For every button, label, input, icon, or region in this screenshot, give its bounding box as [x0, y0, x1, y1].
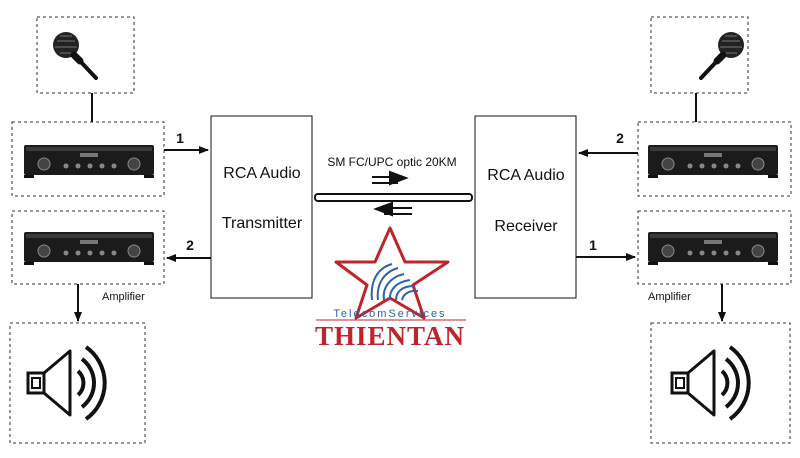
receiver-title: RCA Audio: [487, 167, 564, 184]
fiber-backward-arrow: [373, 201, 412, 217]
right-speaker-icon: [670, 345, 751, 421]
right-path-out-number: 1: [589, 237, 597, 253]
right-mic-box: [650, 16, 749, 94]
left-speaker-icon: [26, 345, 107, 421]
left-amplifier-label: Amplifier: [102, 291, 145, 303]
left-speaker-box: [9, 322, 146, 444]
logo-tagline: TelecomServices: [333, 308, 446, 320]
left-amplifier-top-icon: [23, 144, 155, 179]
fiber-forward-arrow: [372, 170, 409, 186]
transmitter-box: [210, 115, 313, 299]
left-path-in-number: 1: [176, 130, 184, 146]
right-amplifier-label: Amplifier: [648, 291, 691, 303]
receiver-subtitle: Receiver: [494, 218, 558, 235]
thientan-logo: TelecomServices THIENTAN: [315, 226, 466, 351]
left-amp-bottom-box: [11, 210, 165, 285]
logo-wave-icon: [370, 263, 419, 301]
transmitter-subtitle: Transmitter: [222, 215, 303, 232]
fiber-label: SM FC/UPC optic 20KM: [327, 155, 456, 169]
right-amplifier-top-icon: [647, 144, 779, 179]
fiber-cable: [314, 193, 473, 202]
left-amp-top-box: [11, 121, 165, 197]
right-path-in-number: 2: [616, 130, 624, 146]
right-amplifier-bottom-icon: [647, 231, 779, 266]
logo-star-icon: [334, 226, 450, 320]
receiver-box: [474, 115, 577, 299]
transmitter-title: RCA Audio: [223, 165, 300, 182]
left-microphone-icon: [53, 32, 96, 78]
right-speaker-box: [650, 322, 791, 444]
left-amplifier-bottom-icon: [23, 231, 155, 266]
left-path-out-number: 2: [186, 237, 194, 253]
logo-brand: THIENTAN: [315, 321, 465, 351]
right-amp-top-box: [637, 121, 792, 197]
right-microphone-icon: [701, 32, 744, 78]
left-mic-box: [36, 16, 135, 94]
right-amp-bottom-box: [637, 210, 792, 285]
